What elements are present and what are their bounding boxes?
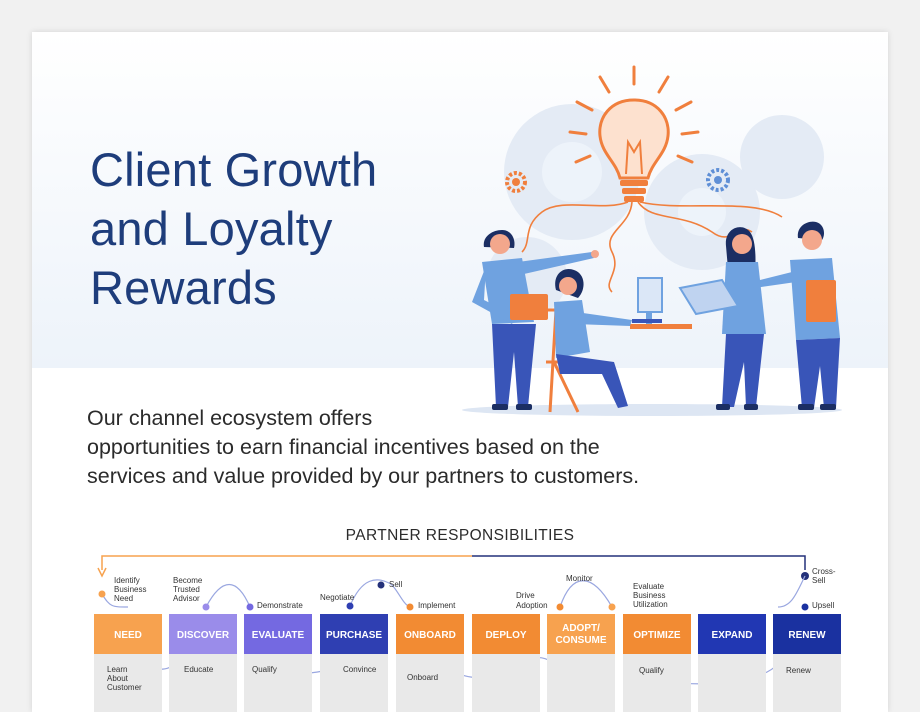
stage-adopt-consume-lower-panel <box>547 654 615 712</box>
label-renew: Renew <box>786 666 811 675</box>
label-about: About <box>107 674 129 683</box>
seated-woman-figure <box>546 268 632 413</box>
stage-renew-box <box>773 614 841 654</box>
stage-need-box <box>94 614 162 654</box>
stage-optimize-box <box>623 614 691 654</box>
stage-purchase-lower-panel <box>320 654 388 712</box>
bulb-wires <box>521 201 783 293</box>
label-need: Need <box>114 594 133 603</box>
blue-gear-icon <box>706 168 730 192</box>
partner-lifecycle-diagram: NEED DISCOVER EVALUATE PURCHASE ONBOARD … <box>94 555 841 712</box>
stage-onboard-box <box>396 614 464 654</box>
stage-renew-lower-panel <box>773 654 841 712</box>
label-sell: Sell <box>389 580 403 589</box>
stage-optimize: OPTIMIZE <box>623 614 691 712</box>
stage-evaluate: EVALUATE <box>244 614 312 712</box>
stage-expand: EXPAND <box>698 614 766 712</box>
stage-discover-box <box>169 614 237 654</box>
stage-adopt-consume: ADOPT/ CONSUME <box>547 614 615 712</box>
stage-onboard-label: ONBOARD <box>404 630 456 641</box>
label-demonstrate: Demonstrate <box>257 601 303 610</box>
stage-deploy-lower-panel <box>472 654 540 712</box>
label-negotiate: Negotiate <box>320 593 355 602</box>
woman-with-tablet-figure <box>678 227 766 410</box>
stage-purchase: PURCHASE <box>320 614 388 712</box>
stage-adopt-label: ADOPT/ <box>562 623 600 634</box>
stage-need: NEED <box>94 614 162 712</box>
stage-purchase-label: PURCHASE <box>326 630 382 641</box>
label-become: Become <box>173 576 203 585</box>
stage-onboard: ONBOARD <box>396 614 464 712</box>
man-pointing-figure <box>472 230 599 410</box>
label-educate: Educate <box>184 665 214 674</box>
label-drive: Drive <box>516 591 535 600</box>
man-with-folder-figure <box>752 221 840 410</box>
label-implement: Implement <box>418 601 456 610</box>
orange-gear-icon <box>505 171 527 193</box>
stage-adopt-consume-box <box>547 614 615 654</box>
stage-discover-lower-panel <box>169 654 237 712</box>
label-monitor: Monitor <box>566 574 593 583</box>
stage-optimize-lower-panel <box>623 654 691 712</box>
label-advisor: Advisor <box>173 594 200 603</box>
label-sell-2: Sell <box>812 576 826 585</box>
label-identify: Identify <box>114 576 140 585</box>
label-qualify: Qualify <box>252 665 277 674</box>
stage-purchase-box <box>320 614 388 654</box>
label-trusted: Trusted <box>173 585 200 594</box>
stage-expand-lower-panel <box>698 654 766 712</box>
return-connector-arrow <box>97 555 806 578</box>
label-qualify-2: Qualify <box>639 666 664 675</box>
label-business-2: Business <box>633 591 665 600</box>
stage-evaluate-box <box>244 614 312 654</box>
label-cross: Cross- <box>812 567 836 576</box>
title-line-3: Rewards <box>90 261 277 314</box>
lightbulb-icon <box>598 98 670 202</box>
stage-evaluate-label: EVALUATE <box>252 630 305 641</box>
label-learn: Learn <box>107 665 127 674</box>
label-upsell: Upsell <box>812 601 834 610</box>
stage-deploy-box <box>472 614 540 654</box>
team-collaboration-illustration <box>462 65 842 416</box>
intro-paragraph: Our channel ecosystem offers opportuniti… <box>87 404 787 491</box>
stage-deploy-label: DEPLOY <box>485 630 526 641</box>
stage-renew-label: RENEW <box>788 630 826 641</box>
title-line-1: Client Growth <box>90 143 378 196</box>
stage-discover-label: DISCOVER <box>177 630 230 641</box>
upper-journey-curve <box>101 575 806 608</box>
label-utilization: Utilization <box>633 600 668 609</box>
intro-line-1: Our channel ecosystem offers <box>87 406 373 430</box>
intro-line-3: services and value provided by our partn… <box>87 464 640 488</box>
desk-with-computer <box>630 277 692 329</box>
title-line-2: and Loyalty <box>90 202 333 255</box>
stage-expand-label: EXPAND <box>712 630 753 641</box>
label-convince: Convince <box>343 665 377 674</box>
stage-consume-label: CONSUME <box>555 635 606 646</box>
label-adoption: Adoption <box>516 601 548 610</box>
intro-line-2: opportunities to earn financial incentiv… <box>87 435 600 459</box>
label-customer: Customer <box>107 683 142 692</box>
stage-evaluate-lower-panel <box>244 654 312 712</box>
content-card: Client Growth and Loyalty Rewards <box>32 32 888 712</box>
partner-responsibilities-heading: PARTNER RESPONSIBILITIES <box>345 527 575 544</box>
stage-renew: RENEW <box>773 614 841 712</box>
label-business: Business <box>114 585 146 594</box>
stage-expand-box <box>698 614 766 654</box>
page-title: Client Growth and Loyalty Rewards <box>90 140 377 317</box>
stage-deploy: DEPLOY <box>472 614 540 712</box>
stage-discover: DISCOVER <box>169 614 237 712</box>
stage-onboard-lower-panel <box>396 654 464 712</box>
label-onboard: Onboard <box>407 673 438 682</box>
label-evaluate: Evaluate <box>633 582 665 591</box>
lightbulb-rays <box>568 65 700 164</box>
stage-need-label: NEED <box>114 630 142 641</box>
stage-optimize-label: OPTIMIZE <box>633 630 681 641</box>
